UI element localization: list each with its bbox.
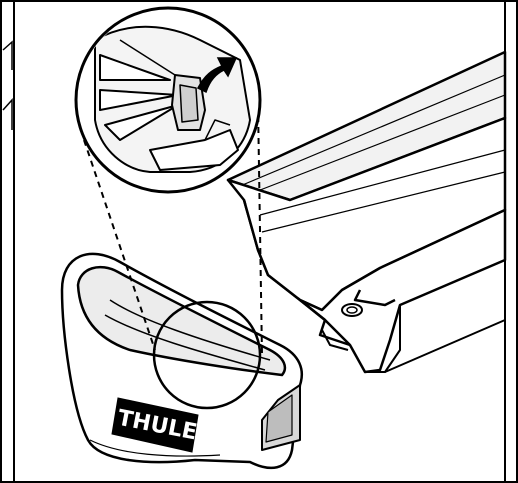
left-edge-fragment	[2, 40, 13, 130]
detail-target-circle	[152, 300, 262, 410]
crossbar-profile	[226, 50, 507, 374]
logo-badge	[111, 397, 199, 453]
rotate-arrow-icon	[196, 57, 238, 94]
magnifier-detail-circle	[74, 6, 262, 194]
projection-lines	[83, 104, 263, 356]
